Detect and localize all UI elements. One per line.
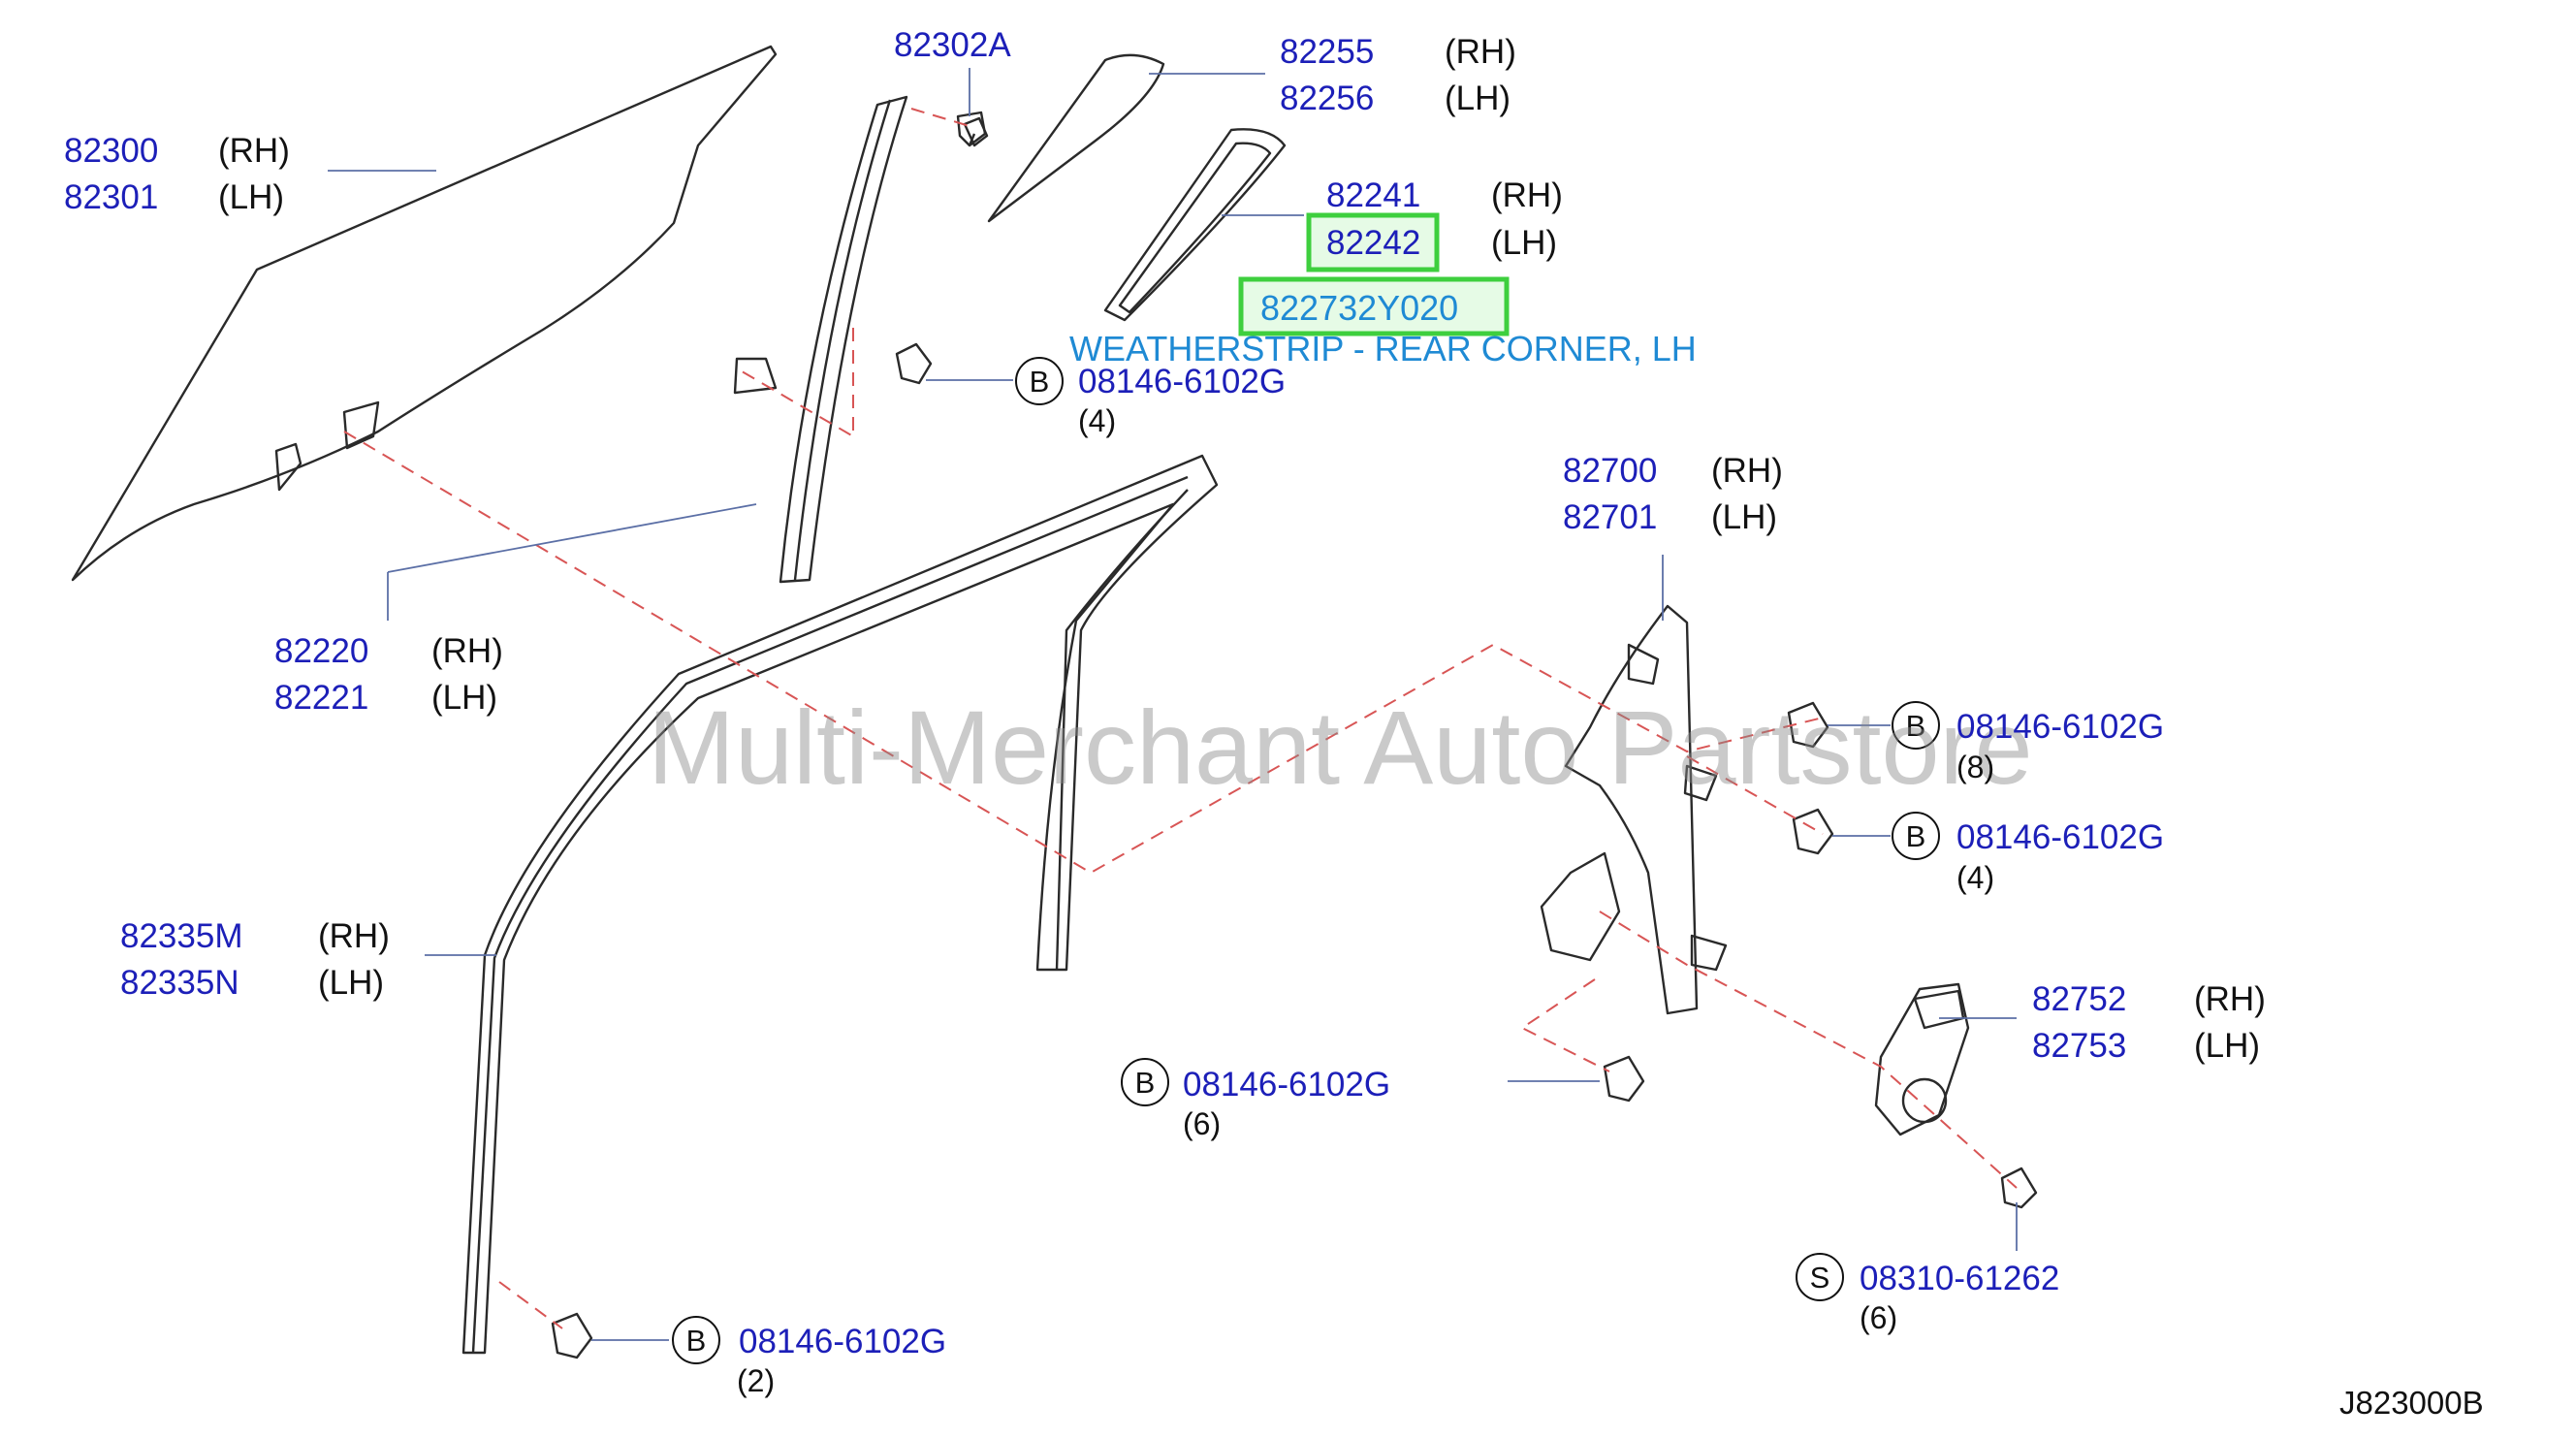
part-82221[interactable]: 82221 — [274, 679, 368, 717]
door-glass — [71, 45, 778, 582]
bolt-number-2[interactable]: 08146-6102G — [1956, 708, 2164, 746]
part-82300[interactable]: 82300 — [64, 132, 158, 170]
part-82301[interactable]: 82301 — [64, 178, 158, 216]
part-82220[interactable]: 82220 — [274, 632, 368, 670]
labels: 82302A 82255 (RH) 82256 (LH) 82300 (RH) … — [64, 26, 2484, 1421]
window-motor — [1874, 982, 1970, 1136]
watermark: Multi-Merchant Auto Partstore — [648, 688, 2033, 806]
part-82256[interactable]: 82256 — [1280, 80, 1374, 117]
window-regulator — [1540, 604, 1728, 1015]
rear-corner-weatherstrip — [1103, 128, 1287, 322]
highlight-box-82242 — [1306, 212, 1440, 272]
side-82241: (RH) — [1491, 176, 1563, 214]
highlight-box-822732Y020 — [1238, 276, 1510, 336]
diagram-reference: J823000B — [2339, 1385, 2484, 1421]
callout-b-2: B — [1906, 709, 1926, 743]
callout-circles: B B B B S B — [672, 357, 1940, 1364]
dashed-lines — [343, 108, 2018, 1329]
part-82335N[interactable]: 82335N — [120, 964, 239, 1002]
side-82242: (LH) — [1491, 224, 1557, 262]
part-82753[interactable]: 82753 — [2032, 1027, 2126, 1065]
screw-qty: (6) — [1860, 1300, 1897, 1335]
bolt-qty-5: (2) — [737, 1363, 775, 1398]
side-82701: (LH) — [1711, 498, 1777, 536]
bolt-number-3[interactable]: 08146-6102G — [1956, 818, 2164, 856]
door-weatherstrip — [461, 454, 1219, 1355]
bolt-qty-2: (8) — [1956, 750, 1994, 784]
side-82335N: (LH) — [318, 964, 384, 1002]
part-82701[interactable]: 82701 — [1563, 498, 1657, 536]
side-82753: (LH) — [2194, 1027, 2260, 1065]
part-822732Y020[interactable]: 822732Y020 — [1260, 288, 1458, 328]
corner-garnish — [987, 53, 1165, 223]
side-82255: (RH) — [1445, 33, 1516, 71]
bolts — [551, 116, 2038, 1359]
leader-lines — [328, 68, 2018, 1341]
bolt-number-4[interactable]: 08146-6102G — [1183, 1066, 1390, 1103]
weatherstrip-description: WEATHERSTRIP - REAR CORNER, LH — [1069, 329, 1697, 368]
bolt-number-1[interactable]: 08146-6102G — [1078, 363, 1286, 400]
part-82335M[interactable]: 82335M — [120, 917, 242, 955]
part-82302A[interactable]: 82302A — [894, 26, 1011, 64]
callout-b-5: B — [686, 1324, 707, 1358]
side-82220: (RH) — [431, 632, 503, 670]
part-82242[interactable]: 82242 — [1326, 224, 1420, 262]
bolt-qty-4: (6) — [1183, 1106, 1221, 1141]
side-82300: (RH) — [218, 132, 290, 170]
screw-number[interactable]: 08310-61262 — [1860, 1260, 2059, 1297]
callout-b-1: B — [1030, 365, 1050, 399]
side-82752: (RH) — [2194, 980, 2266, 1018]
bolt-qty-1: (4) — [1078, 403, 1116, 438]
side-82256: (LH) — [1445, 80, 1511, 117]
part-82700[interactable]: 82700 — [1563, 452, 1657, 490]
part-82752[interactable]: 82752 — [2032, 980, 2126, 1018]
callout-s: S — [1810, 1261, 1830, 1295]
bolt-qty-3: (4) — [1956, 860, 1994, 895]
callout-b-3: B — [1906, 819, 1926, 853]
side-82301: (LH) — [218, 178, 284, 216]
side-82221: (LH) — [431, 679, 497, 717]
callout-b-4: B — [1135, 1066, 1156, 1100]
part-82255[interactable]: 82255 — [1280, 33, 1374, 71]
side-82335M: (RH) — [318, 917, 390, 955]
part-82241[interactable]: 82241 — [1326, 176, 1420, 214]
sash-channel — [733, 95, 908, 584]
side-82700: (RH) — [1711, 452, 1783, 490]
bolt-number-5[interactable]: 08146-6102G — [739, 1323, 946, 1360]
